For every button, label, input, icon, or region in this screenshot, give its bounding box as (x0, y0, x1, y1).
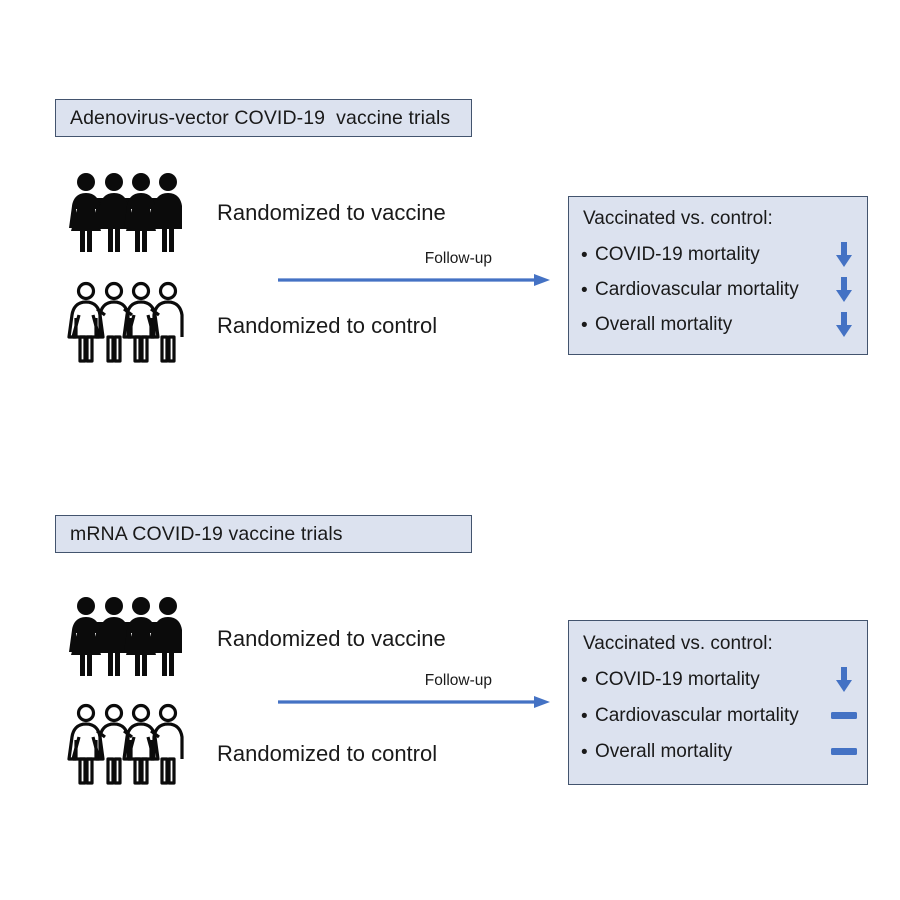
bullet-icon: • (581, 705, 588, 727)
bullet-icon: • (581, 669, 588, 691)
result-row-label: Cardiovascular mortality (595, 705, 799, 726)
bullet-icon: • (581, 741, 588, 763)
arrow-right-icon (278, 274, 550, 286)
followup-arrow-group: Follow-up (278, 250, 550, 290)
result-row-label: COVID-19 mortality (595, 669, 760, 690)
result-row: • Overall mortality (581, 737, 859, 767)
result-box-adenovirus: Vaccinated vs. control: • COVID-19 morta… (568, 196, 868, 355)
result-row-label: Cardiovascular mortality (595, 279, 799, 300)
followup-label: Follow-up (424, 250, 492, 267)
people-outline-group (66, 281, 186, 368)
people-outline-group (66, 703, 186, 790)
result-heading: Vaccinated vs. control: (583, 208, 773, 229)
dash-icon (829, 701, 859, 731)
arm-label-vaccine: Randomized to vaccine (217, 200, 446, 225)
arrow-down-icon (829, 240, 859, 270)
arm-label-control: Randomized to control (217, 313, 438, 338)
result-row-label: COVID-19 mortality (595, 244, 760, 265)
bullet-icon: • (581, 244, 588, 266)
bullet-icon: • (581, 279, 588, 301)
arm-label-vaccine: Randomized to vaccine (217, 626, 446, 651)
bullet-icon: • (581, 314, 588, 336)
result-row: • Cardiovascular mortality (581, 701, 859, 731)
arrow-down-icon (829, 310, 859, 340)
result-row: • Overall mortality (581, 310, 859, 340)
followup-arrow-group: Follow-up (278, 672, 550, 712)
section-title-mrna: mRNA COVID-19 vaccine trials (55, 515, 472, 553)
arrow-down-icon (829, 665, 859, 695)
arm-label-control: Randomized to control (217, 741, 438, 766)
people-filled-group (66, 596, 186, 683)
arrow-right-icon (278, 696, 550, 708)
section-title-adenovirus: Adenovirus-vector COVID-19 vaccine trial… (55, 99, 472, 137)
result-row-label: Overall mortality (595, 741, 733, 762)
result-row: • Cardiovascular mortality (581, 275, 859, 305)
result-row-label: Overall mortality (595, 314, 733, 335)
people-filled-group (66, 172, 186, 259)
dash-icon (829, 737, 859, 767)
result-heading: Vaccinated vs. control: (583, 633, 773, 654)
result-row: • COVID-19 mortality (581, 665, 859, 695)
result-box-mrna: Vaccinated vs. control: • COVID-19 morta… (568, 620, 868, 785)
result-row: • COVID-19 mortality (581, 240, 859, 270)
followup-label: Follow-up (424, 672, 492, 689)
arrow-down-icon (829, 275, 859, 305)
